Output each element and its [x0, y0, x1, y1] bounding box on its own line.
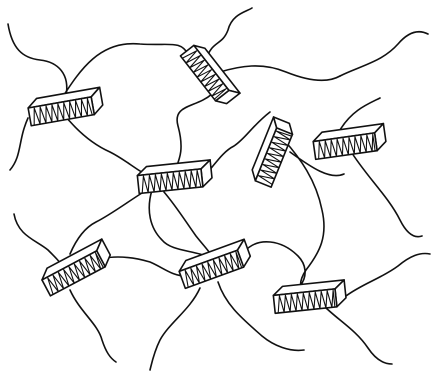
chain-segment	[163, 191, 213, 257]
flexible-chains	[7, 7, 431, 371]
chain-segment	[339, 97, 381, 131]
chain-segment	[69, 187, 151, 255]
chain-segment	[205, 7, 253, 61]
chain-segment	[7, 23, 69, 105]
rigid-block	[179, 44, 241, 105]
chain-segment	[175, 93, 213, 169]
chain-segment	[61, 111, 153, 179]
chain-segment	[345, 252, 431, 297]
chain-segment	[217, 281, 305, 352]
rigid-block	[136, 159, 213, 195]
rigid-block	[41, 238, 112, 297]
rigid-blocks	[27, 44, 387, 315]
rigid-block	[251, 116, 294, 188]
chain-segment	[323, 305, 393, 365]
chain-segment	[61, 42, 189, 99]
chain-segment	[219, 65, 341, 82]
rigid-block	[27, 86, 104, 127]
rigid-block	[272, 279, 347, 315]
chain-segment	[349, 149, 423, 238]
chain-segment	[13, 213, 63, 267]
chain-segment	[289, 151, 345, 177]
chain-segment	[69, 289, 117, 363]
rigid-block	[312, 122, 387, 161]
chain-segment	[149, 287, 201, 371]
chain-segment	[9, 117, 29, 171]
rigid-block	[178, 238, 252, 290]
chain-segment	[283, 139, 325, 293]
chain-segment	[148, 189, 211, 259]
chain-segment	[205, 111, 271, 175]
chain-segment	[243, 241, 306, 287]
chain-segment	[339, 30, 429, 77]
